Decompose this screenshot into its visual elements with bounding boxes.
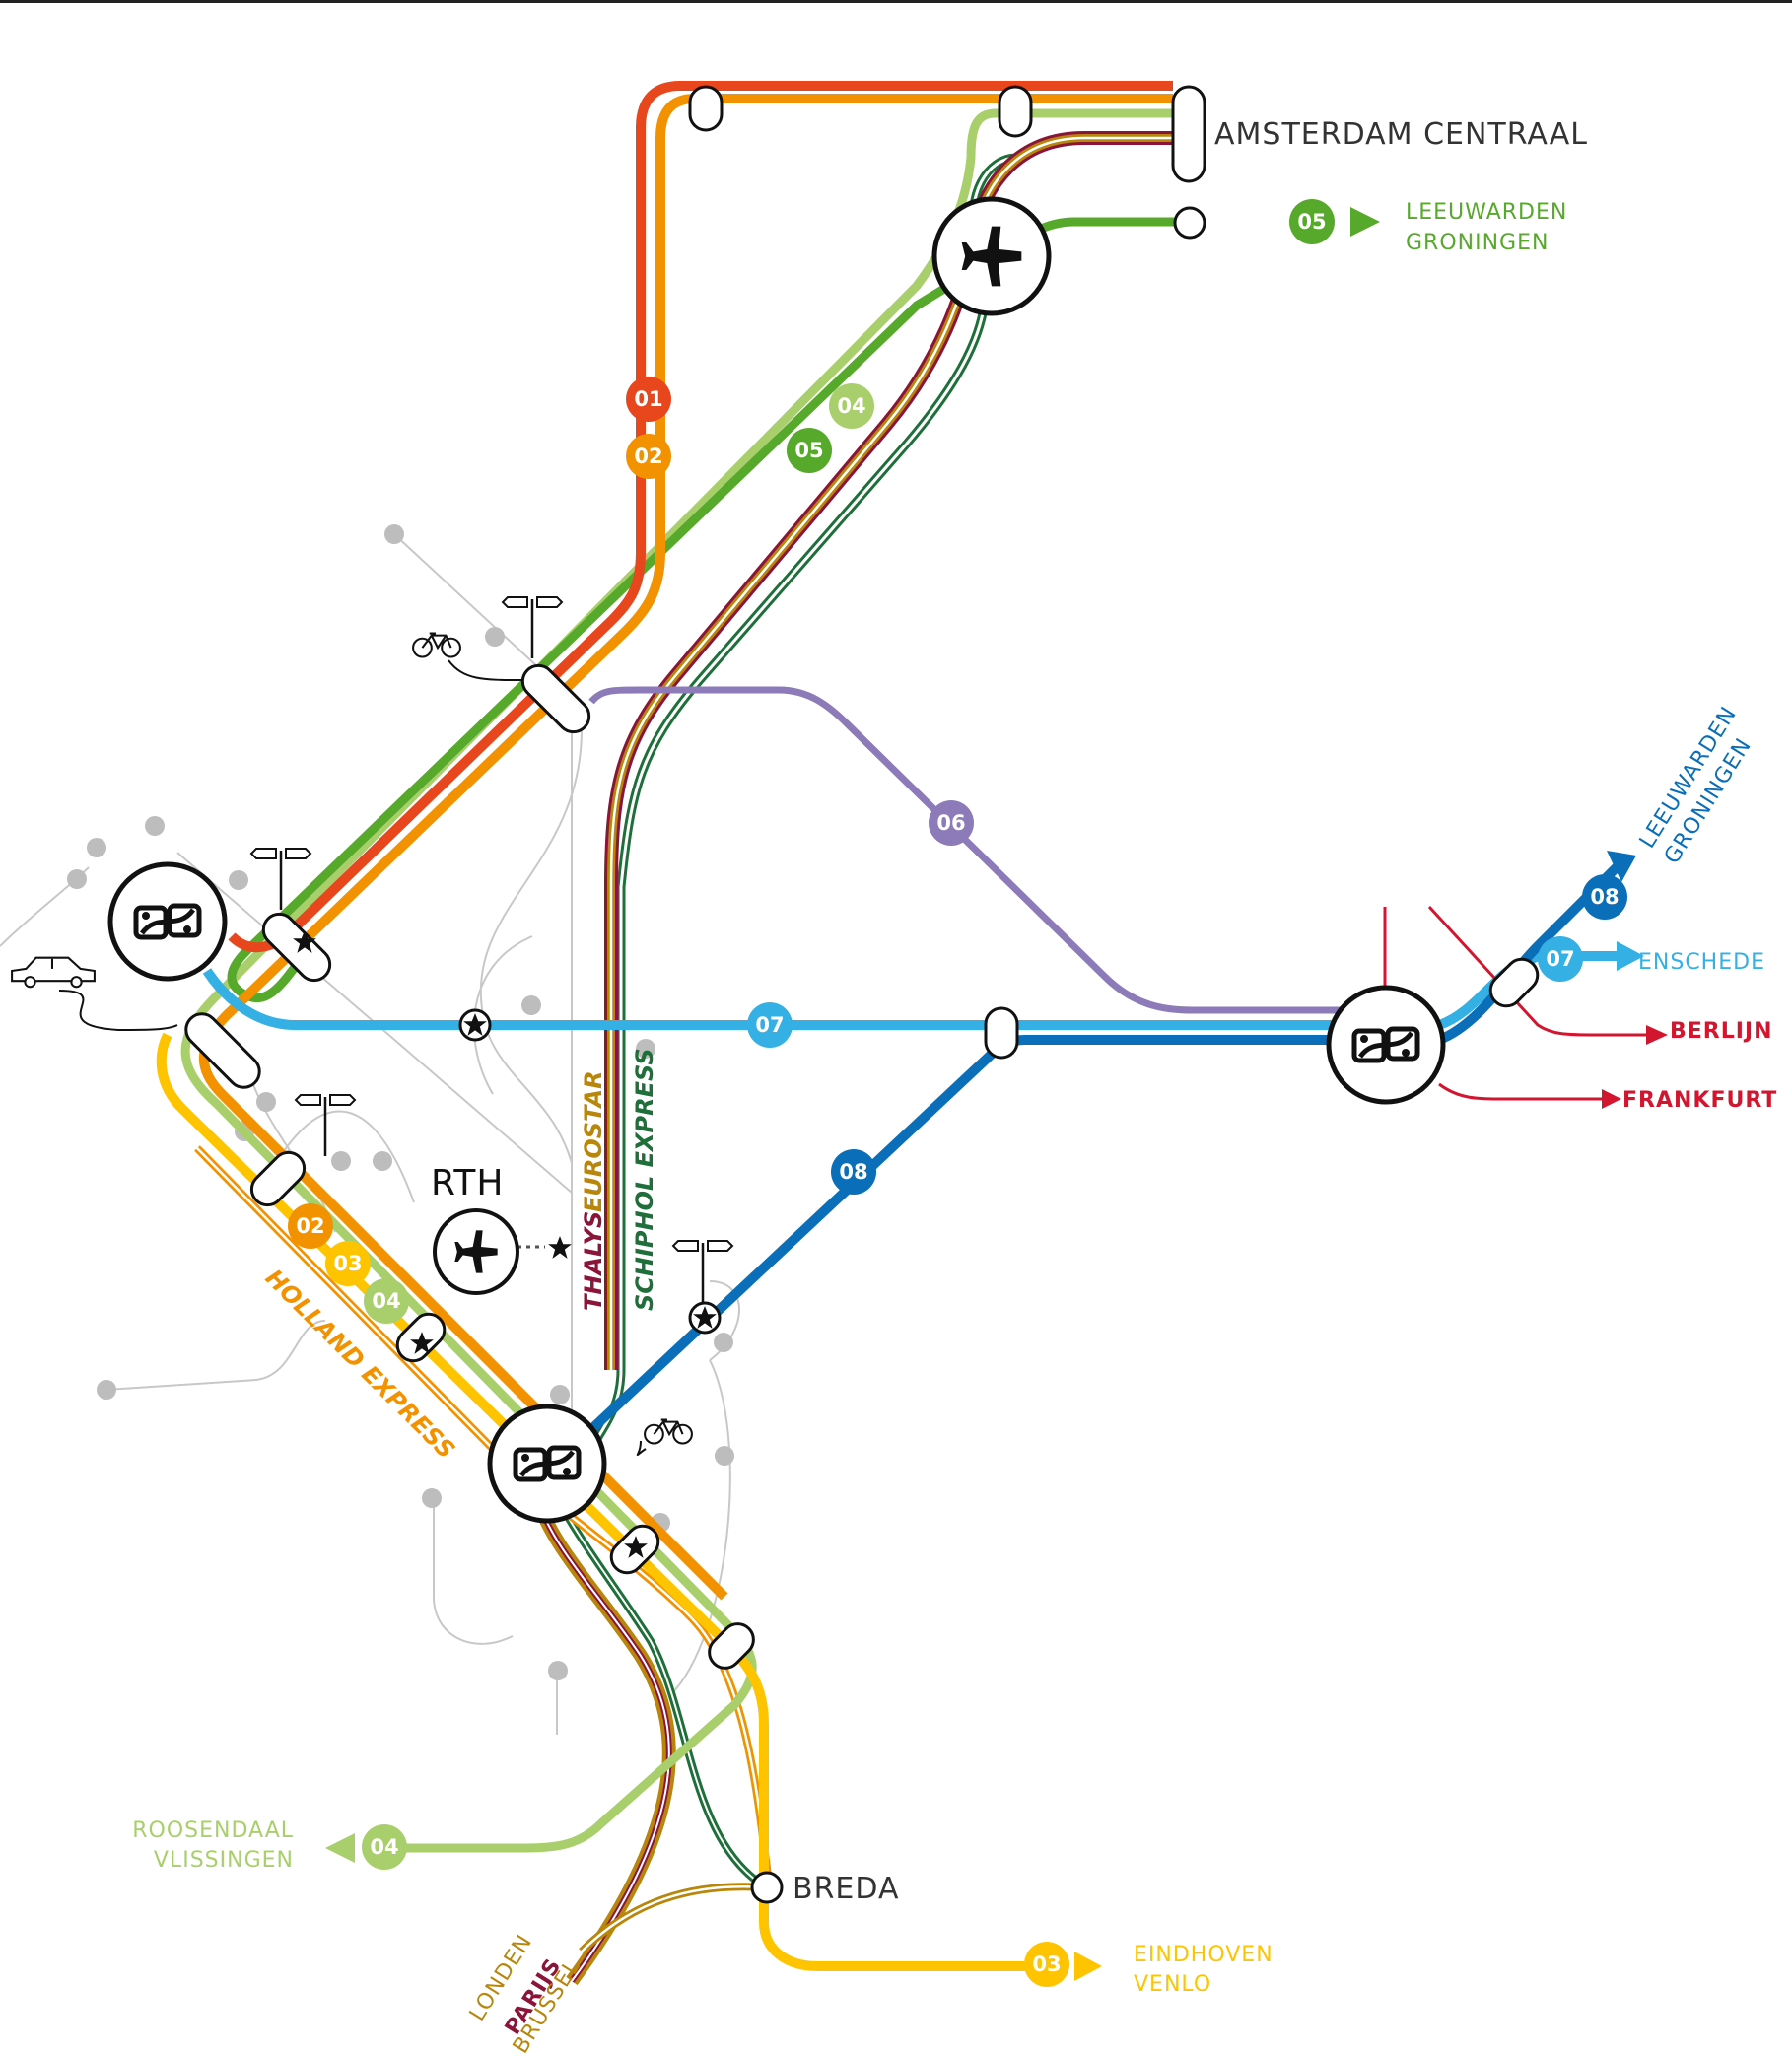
line-08 [583,863,1620,1438]
svg-text:07: 07 [755,1013,784,1037]
service-holland: HOLLAND EXPRESS [260,1264,460,1464]
local-network [0,533,740,1735]
service-thalys: THALYS [580,1211,607,1311]
bicycle-icon [412,632,461,658]
svg-text:05: 05 [1297,210,1326,234]
badge-04: 04 [829,383,874,429]
international-east [1383,905,1656,1101]
svg-text:03: 03 [1032,1952,1061,1976]
badge-03-east: 03 [1024,1942,1069,1987]
service-schiphol: SCHIPHOL EXPRESS [631,1048,658,1311]
dest-07: ENSCHEDE [1638,950,1765,975]
signpost-icon [294,1093,357,1158]
badge-08: 08 [831,1149,876,1195]
badge-02: 02 [626,434,671,479]
badge-05-east: 05 [1289,199,1335,244]
svg-text:04: 04 [837,394,865,418]
badge-04-west: 04 [362,1824,407,1870]
top-border [0,0,1792,3]
badge-05: 05 [787,428,832,473]
line-badges: 01 02 04 05 05 06 07 07 08 08 02 03 04 0… [288,199,1627,1987]
line-03 [156,1032,1055,1971]
dest-05-b: GRONINGEN [1406,231,1549,255]
station-breda-label: BREDA [793,1872,899,1906]
signpost-icon [671,1239,734,1304]
bike-path [636,1440,647,1457]
line-02 [198,94,1173,1601]
line-06 [588,686,1341,1014]
dest-03-b: VENLO [1134,1972,1211,1997]
hub-schiphol[interactable] [931,196,1052,316]
dest-frankfurt: FRANKFURT [1622,1088,1777,1113]
car-icon [11,956,96,989]
hub-leiden[interactable] [107,861,228,982]
badge-07: 07 [747,1002,793,1048]
arrow-heads [325,207,1668,1981]
badge-03-south: 03 [325,1241,371,1286]
service-eurostar: EUROSTAR [580,1070,607,1212]
hub-utrecht[interactable] [1326,985,1446,1105]
dest-05-a: LEEUWARDEN [1406,200,1567,225]
badge-02-south: 02 [288,1203,333,1249]
hub-rth-airport[interactable] [433,1208,519,1295]
svg-text:08: 08 [839,1160,867,1184]
badge-04-south: 04 [364,1278,409,1324]
badge-01: 01 [626,377,671,422]
station-amsterdam-label: AMSTERDAM CENTRAAL [1214,117,1588,152]
thalys-eurostar-line [604,131,1175,1370]
line-04 [180,108,1173,1853]
badge-08-east: 08 [1582,874,1627,920]
svg-text:08: 08 [1590,885,1619,909]
international-south [530,1486,765,1986]
bike-path [448,659,523,681]
svg-text:04: 04 [372,1289,400,1313]
dest-04-a: ROOSENDAAL [132,1818,294,1843]
hub-rotterdam[interactable] [487,1404,607,1524]
badge-06: 06 [929,800,974,846]
line-01 [228,81,1173,953]
svg-text:02: 02 [296,1214,324,1238]
svg-text:02: 02 [634,445,662,468]
dest-04-b: VLISSINGEN [154,1848,294,1873]
svg-text:07: 07 [1546,947,1574,971]
bicycle-icon [644,1418,693,1445]
car-path [58,990,178,1032]
line-05 [227,217,1193,1003]
station-rth-label: RTH [431,1163,504,1203]
dest-03-a: EINDHOVEN [1134,1943,1274,1967]
svg-text:03: 03 [333,1252,362,1275]
svg-text:01: 01 [634,387,662,411]
svg-text:06: 06 [936,811,965,835]
svg-text:05: 05 [794,439,823,462]
dest-berlin: BERLIJN [1670,1019,1773,1044]
svg-text:04: 04 [370,1835,398,1859]
badge-07-east: 07 [1538,936,1583,982]
